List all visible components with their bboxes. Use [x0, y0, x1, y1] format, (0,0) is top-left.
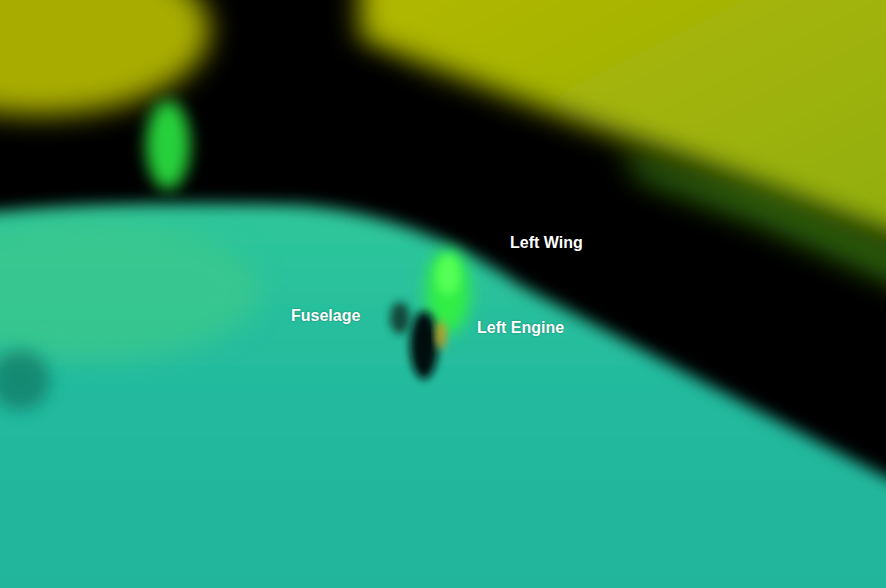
fuselage-shadow [390, 302, 410, 334]
sea-floor [0, 350, 50, 410]
debris [146, 100, 190, 190]
seabed-ridge [620, 150, 886, 300]
part-label: Fuselage [291, 306, 360, 326]
fuselage-shadow [410, 311, 438, 379]
engine-return [436, 255, 460, 295]
seabed-ridge [0, 0, 210, 115]
part-label: Left Engine [477, 318, 564, 338]
engine-return [436, 321, 446, 349]
part-label: Left Wing [510, 233, 583, 253]
sea-floor [0, 220, 260, 360]
shadow [230, 60, 410, 180]
